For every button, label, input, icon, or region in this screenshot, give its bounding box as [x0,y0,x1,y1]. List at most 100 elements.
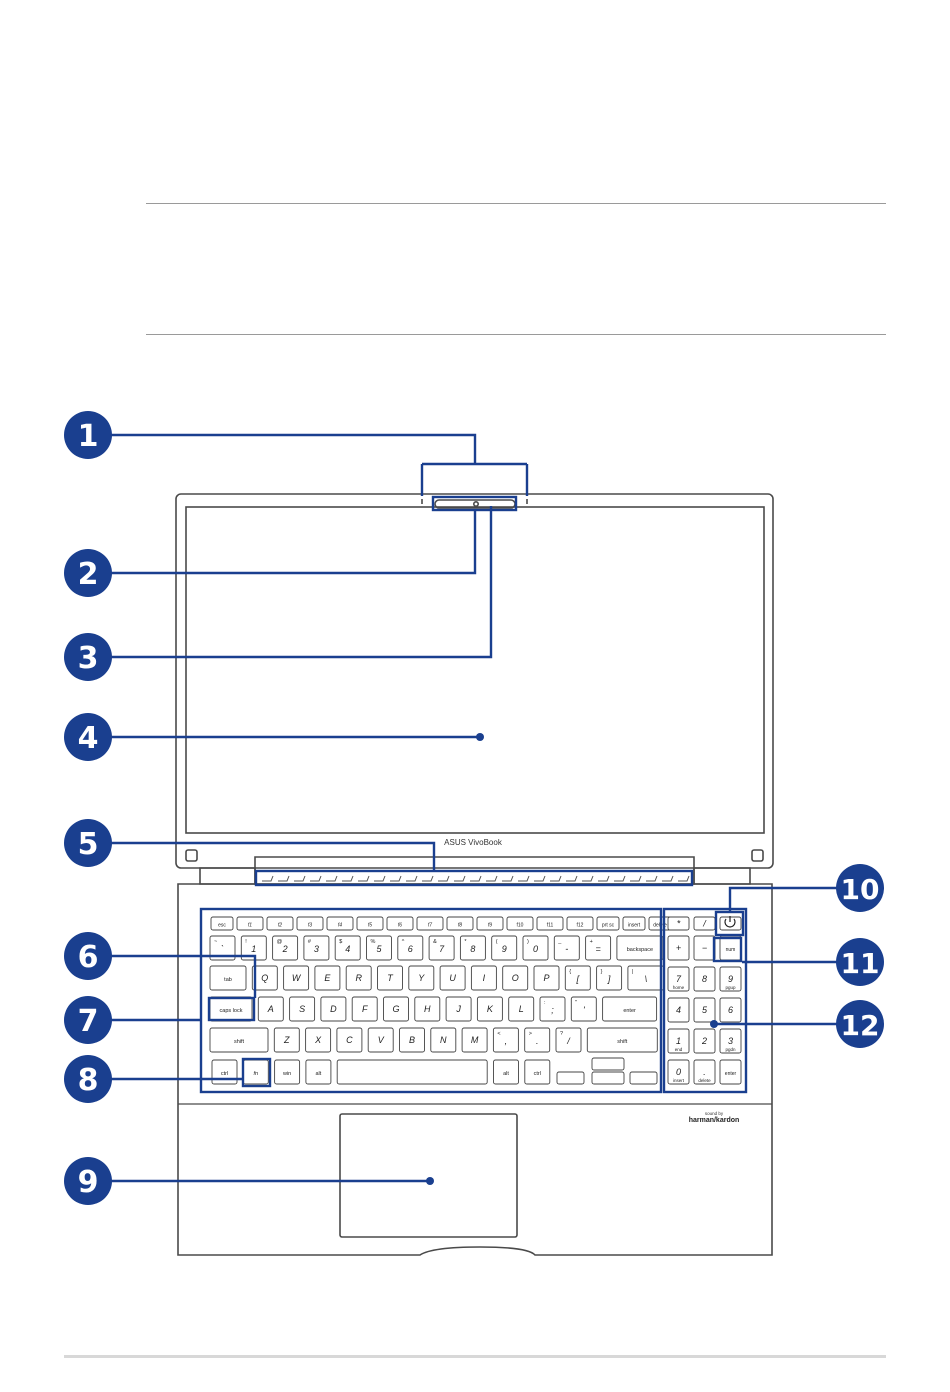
key: f3 [296,916,324,931]
key-label: 2 [701,1036,707,1046]
speaker-brand-top: sound by [705,1111,724,1116]
key: P [533,965,560,991]
arrow-left-key [556,1071,585,1085]
key-label: 6 [408,944,413,954]
key: `~ [209,935,236,961]
key-label: 0 [676,1067,681,1077]
key: [{ [564,965,591,991]
key-label: ' [583,1005,585,1015]
key: insert [622,916,646,931]
key: U [439,965,466,991]
vent-slot [534,875,546,882]
key: f10 [506,916,534,931]
key: .> [524,1027,551,1053]
key-label: f6 [398,923,402,929]
key-label: , [505,1036,508,1046]
key: 2@ [272,935,299,961]
callout-badge [64,932,112,980]
key-label: + [676,943,681,953]
key-label: 0 [533,944,538,954]
key-label: 1 [251,944,256,954]
power-icon [724,916,736,928]
key: V [367,1027,394,1053]
key: 6 [719,997,742,1023]
key: ]} [596,965,623,991]
camera-highlight [431,495,518,512]
key-label: f10 [517,923,524,929]
key-shift-label: ! [245,939,247,945]
key-label: shift [617,1039,628,1045]
vent-slot [262,875,274,882]
key-label: f9 [488,923,492,929]
callout-number: 4 [78,721,99,756]
key: R [345,965,372,991]
footer-rule [64,1355,886,1358]
callout-6: 6 [64,932,112,980]
key: 1 [667,1028,690,1054]
key-label: A [267,1004,274,1014]
numpad-sub-label: delete [698,1078,711,1083]
key: f9 [476,916,504,931]
right-hinge-mark [751,849,764,862]
highlights [199,495,748,1094]
key-shift-label: < [497,1031,500,1037]
key-label: 9 [728,974,733,984]
callout-9: 9 [64,1157,112,1205]
vent-slot [422,875,434,882]
vent-slot [566,875,578,882]
key-label: X [314,1035,322,1045]
vent-slot [390,875,402,882]
key: f7 [416,916,444,931]
key-label: ctrl [221,1071,228,1077]
callout-number: 1 [78,419,99,454]
key: ctrl [211,1059,238,1085]
key-shift-label: & [433,939,437,945]
key-label: R [355,973,362,983]
key: T [377,965,403,991]
key: 3# [303,935,330,961]
key: 6^ [397,935,424,961]
callout-1: 1 [64,411,112,459]
key: L [508,996,535,1022]
key-label: M [471,1035,479,1045]
key-label: V [378,1035,385,1045]
touchpad [339,1113,518,1238]
key-label: 3 [728,1036,733,1046]
key: alt [493,1059,519,1085]
callout-badge [64,713,112,761]
key-label: ctrl [534,1071,541,1077]
key: I [470,965,497,991]
key-label: 7 [676,974,682,984]
key-label: F [362,1004,368,1014]
key: W [283,965,310,991]
key-label: . [703,1067,706,1077]
key-shift-label: $ [339,939,342,945]
key-label: 8 [702,974,707,984]
key-label: backspace [627,947,653,953]
key-shift-label: % [371,939,376,945]
key: K [476,996,503,1022]
key-label: alt [503,1071,509,1077]
callout-2: 2 [64,549,112,597]
key: caps lock [209,996,253,1022]
key-label: P [543,973,549,983]
key-label: 4 [676,1005,681,1015]
callout-12: 12 [836,1000,884,1048]
callout-number: 11 [841,947,880,980]
vent-slot [310,875,322,882]
key: Q [251,965,278,991]
callout-badge [836,1000,884,1048]
key-label: I [483,973,486,983]
laptop-base [177,883,773,1256]
leader-dots [426,733,718,1185]
key: f5 [356,916,384,931]
callout-number: 7 [78,1004,99,1039]
speaker-brand: harman/kardon [689,1117,740,1124]
key-label: 5 [702,1005,708,1015]
key-label: . [536,1036,539,1046]
base-outline [177,883,773,1256]
vent-slot [502,875,514,882]
key: D [320,996,347,1022]
vent-slot [454,875,466,882]
key: ,< [492,1027,519,1053]
